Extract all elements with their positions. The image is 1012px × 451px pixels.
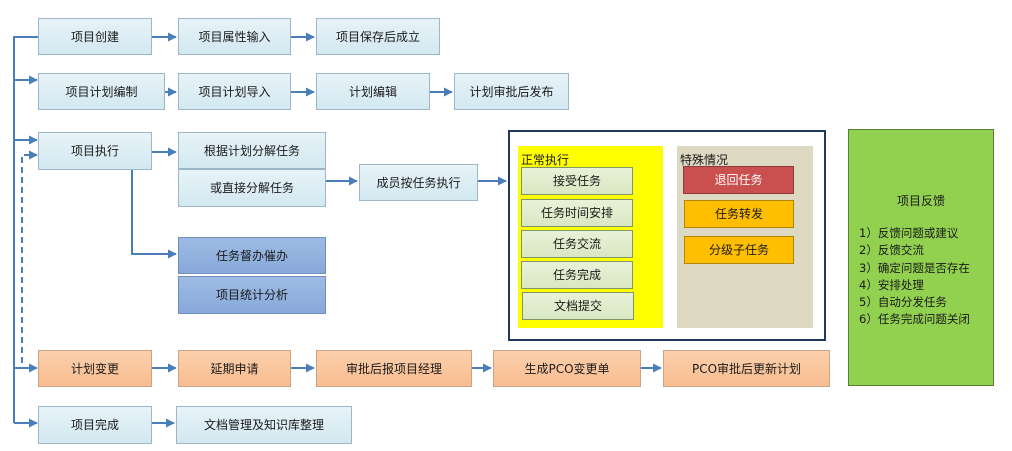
supervise-label: 任务督办催办 [215, 248, 288, 263]
feedback-item: 4）安排处理 [859, 278, 924, 292]
plan-publish-label: 计划审批后发布 [469, 84, 554, 99]
plan-change-label: 计划变更 [70, 361, 119, 376]
feedback-item: 5）自动分发任务 [859, 295, 947, 309]
plan-make-box: 项目计划编制 [38, 73, 165, 110]
make-pco-box: 生成PCO变更单 [493, 350, 641, 387]
plan-publish-box: 计划审批后发布 [454, 73, 569, 110]
save-setup-label: 项目保存后成立 [335, 29, 420, 44]
split-by-plan-box: 根据计划分解任务 [178, 132, 326, 169]
special-item-return: 退回任务 [683, 166, 794, 194]
normal-exec-title: 正常执行 [521, 153, 570, 167]
normal-exec-item-label: 任务交流 [552, 237, 601, 251]
feedback-item: 6）任务完成问题关闭 [859, 312, 970, 326]
project-create-box: 项目创建 [38, 18, 152, 55]
report-pm-label: 审批后报项目经理 [345, 361, 442, 376]
stats-label: 项目统计分析 [215, 288, 288, 302]
plan-edit-box: 计划编辑 [316, 73, 430, 110]
spine-line [13, 36, 38, 423]
pco-update-label: PCO审批后更新计划 [691, 361, 802, 376]
normal-exec-item-accept: 接受任务 [521, 167, 633, 195]
project-execute-box: 项目执行 [38, 132, 152, 170]
project-execute-label: 项目执行 [70, 144, 119, 158]
plan-change-box: 计划变更 [38, 350, 152, 387]
split-by-plan-label: 根据计划分解任务 [203, 143, 300, 158]
special-item-label: 退回任务 [714, 173, 763, 187]
member-execute-box: 成员按任务执行 [359, 164, 478, 201]
pco-update-box: PCO审批后更新计划 [663, 350, 830, 387]
normal-exec-item-label: 接受任务 [552, 174, 601, 188]
doc-manage-box: 文档管理及知识库整理 [176, 406, 352, 444]
attr-input-box: 项目属性输入 [178, 18, 291, 55]
feedback-item: 3）确定问题是否存在 [859, 261, 970, 275]
split-direct-box: 或直接分解任务 [178, 169, 326, 207]
stats-box: 项目统计分析 [178, 276, 326, 314]
normal-exec-item-complete: 任务完成 [521, 261, 633, 289]
feedback-item: 1）反馈问题或建议 [859, 226, 959, 240]
project-create-label: 项目创建 [70, 29, 119, 44]
special-item-forward: 任务转发 [684, 200, 794, 228]
normal-exec-item-label: 任务时间安排 [540, 206, 613, 220]
special-item-subtask: 分级子任务 [684, 236, 794, 264]
plan-edit-label: 计划编辑 [348, 84, 397, 99]
delay-request-box: 延期申请 [178, 350, 291, 387]
delay-request-label: 延期申请 [210, 361, 259, 376]
feedback-item: 2）反馈交流 [859, 243, 924, 257]
make-pco-label: 生成PCO变更单 [524, 361, 610, 376]
attr-input-label: 项目属性输入 [198, 29, 271, 44]
plan-import-label: 项目计划导入 [198, 84, 271, 99]
normal-exec-item-label: 文档提交 [553, 299, 602, 313]
special-item-label: 分级子任务 [708, 243, 769, 257]
special-case-title: 特殊情况 [680, 153, 729, 167]
feedback-panel: 项目反馈 1）反馈问题或建议 2）反馈交流 3）确定问题是否存在 4）安排处理 … [848, 129, 994, 386]
save-setup-box: 项目保存后成立 [316, 18, 440, 55]
project-complete-box: 项目完成 [38, 406, 152, 444]
report-pm-box: 审批后报项目经理 [316, 350, 472, 387]
dashed-loop-line [21, 150, 38, 369]
connector-r3-down [131, 170, 177, 259]
split-direct-label: 或直接分解任务 [209, 181, 294, 195]
feedback-title: 项目反馈 [896, 194, 945, 208]
plan-import-box: 项目计划导入 [178, 73, 291, 110]
supervise-box: 任务督办催办 [178, 237, 326, 274]
doc-manage-label: 文档管理及知识库整理 [203, 418, 324, 432]
normal-exec-item-label: 任务完成 [552, 268, 601, 282]
normal-exec-item-communicate: 任务交流 [521, 230, 633, 258]
plan-make-label: 项目计划编制 [65, 84, 138, 99]
special-item-label: 任务转发 [714, 207, 763, 221]
normal-exec-item-submit-doc: 文档提交 [522, 292, 634, 320]
member-execute-label: 成员按任务执行 [376, 175, 461, 190]
project-complete-label: 项目完成 [70, 418, 119, 432]
normal-exec-item-schedule: 任务时间安排 [521, 199, 633, 227]
